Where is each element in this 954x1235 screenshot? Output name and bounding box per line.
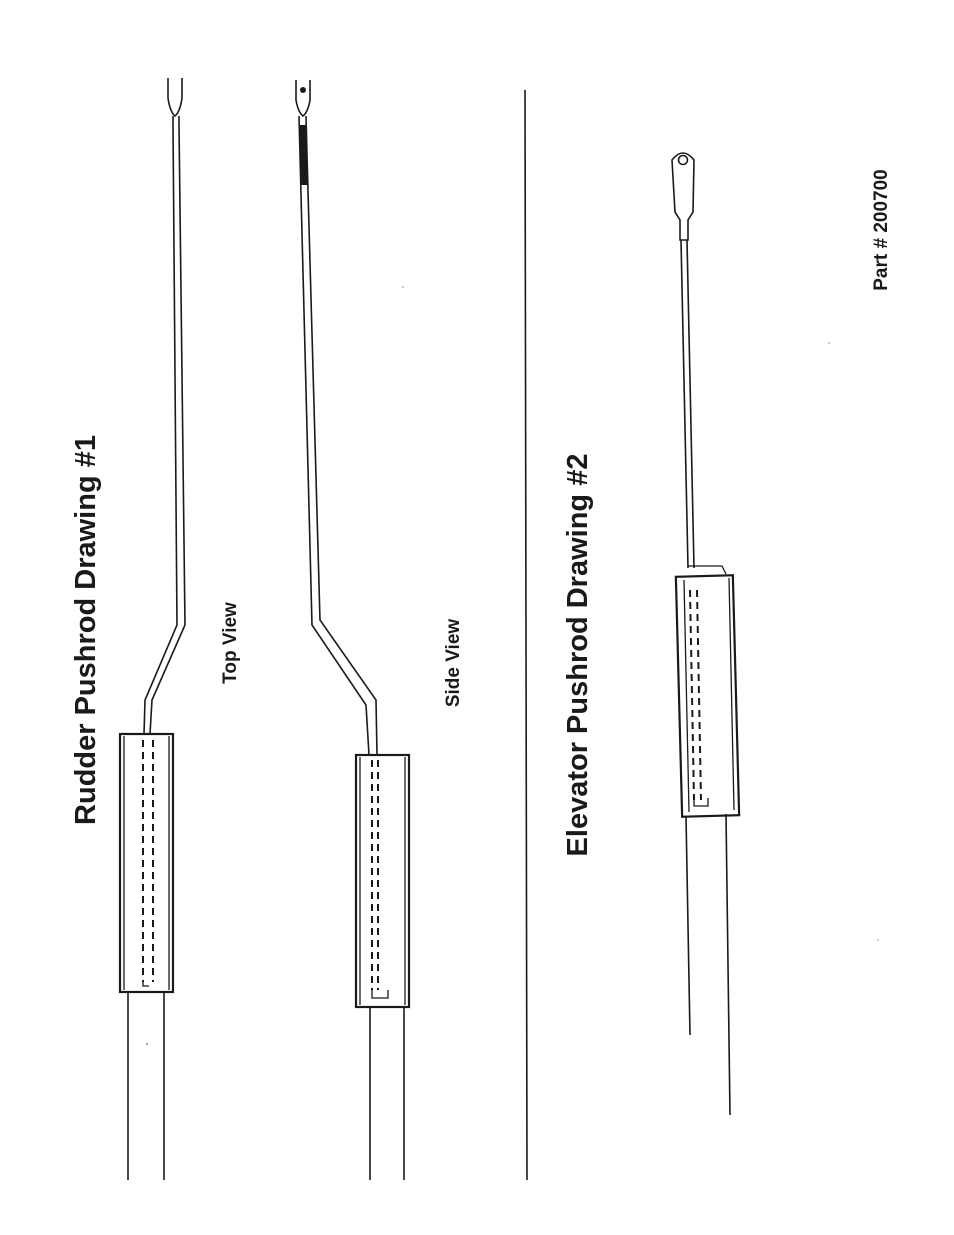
top-view-rod-edge — [150, 116, 185, 734]
elevator-pushrod-tube — [726, 814, 730, 1115]
top-view-tube-sleeve — [120, 734, 173, 992]
side-view-clevis-pin — [300, 87, 306, 93]
elevator-pushrod-tube — [686, 816, 690, 1035]
scan-speck — [146, 1043, 148, 1045]
elevator-clevis-hole — [679, 156, 688, 165]
elevator-rod — [681, 240, 688, 568]
side-view-rod — [299, 116, 369, 755]
side-view-label: Side View — [443, 619, 464, 708]
elevator-clevis — [672, 153, 694, 240]
rudder-top-view — [120, 78, 185, 1180]
rudder-drawing-title: Rudder Pushrod Drawing #1 — [70, 435, 102, 825]
elevator-drawing-title: Elevator Pushrod Drawing #2 — [562, 454, 594, 857]
top-view-label: Top View — [220, 602, 241, 684]
side-view-tube-sleeve — [356, 755, 409, 1007]
top-view-rod — [144, 116, 177, 734]
part-number: Part # 200700 — [871, 169, 892, 291]
elevator-rod — [687, 240, 694, 568]
rudder-side-view — [296, 80, 409, 1180]
scan-speck — [877, 939, 879, 941]
section-divider — [525, 90, 527, 1180]
scan-speck — [402, 286, 404, 288]
side-view-rod-edge — [306, 116, 377, 755]
side-view-clevis — [296, 80, 310, 116]
scan-speck — [828, 342, 830, 344]
elevator-pushrod — [672, 153, 739, 1115]
top-view-clevis — [168, 78, 182, 116]
